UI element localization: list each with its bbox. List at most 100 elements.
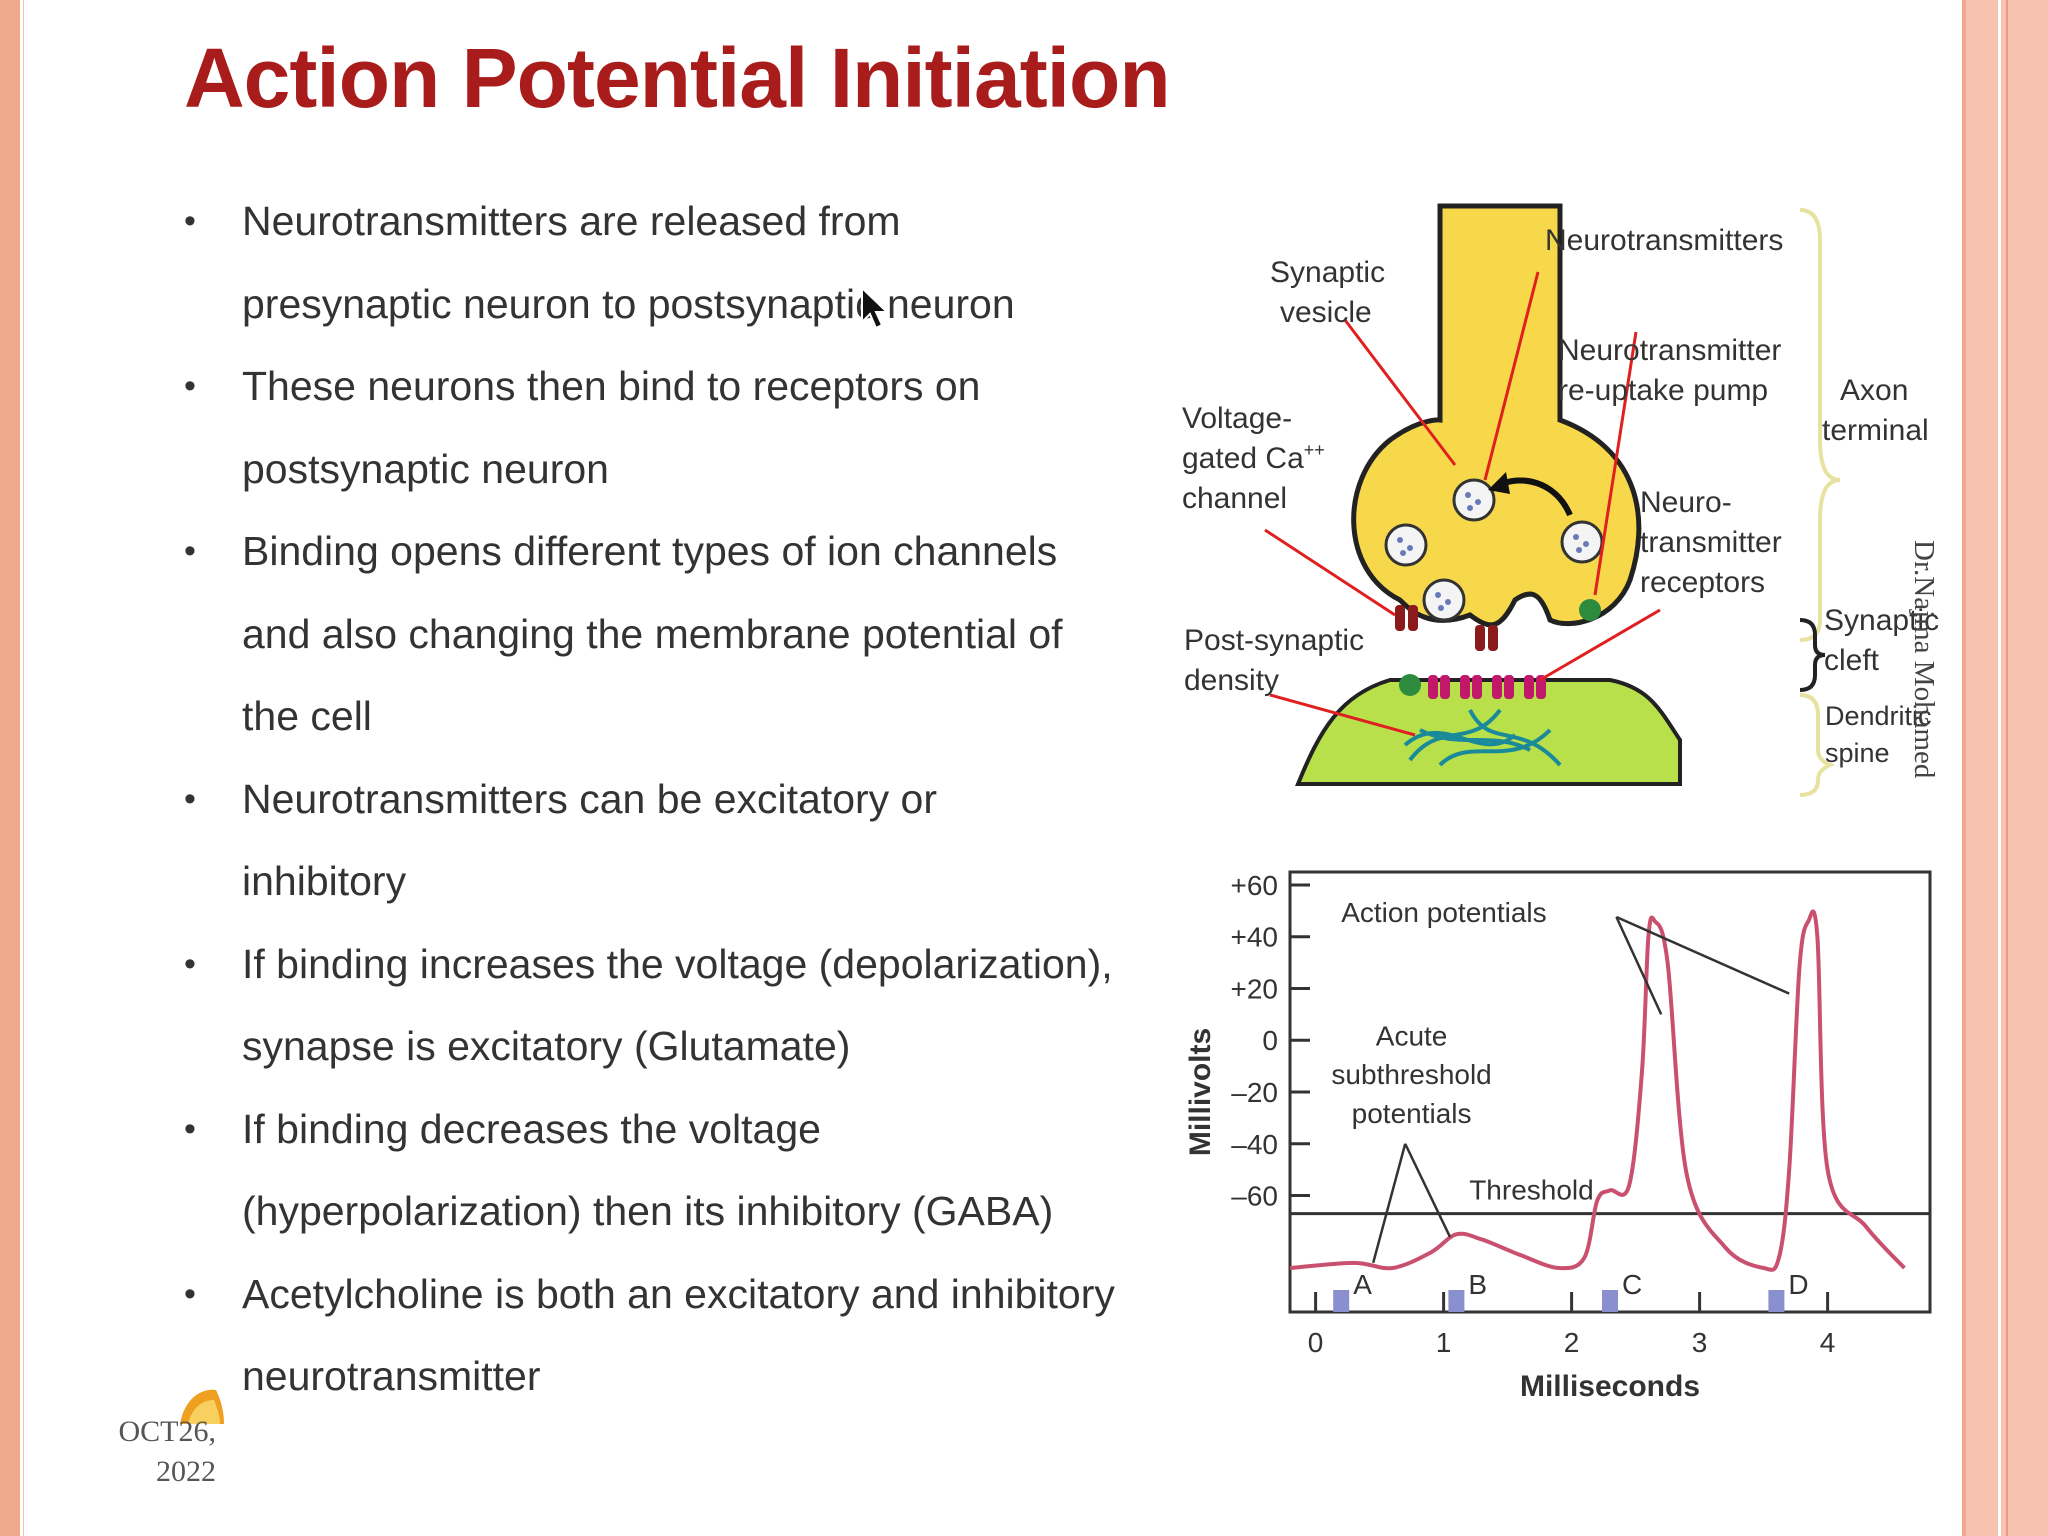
- label-synaptic-vesicle: Synaptic: [1270, 256, 1385, 289]
- threshold-label: Threshold: [1469, 1175, 1594, 1206]
- stimulus-label: C: [1622, 1269, 1642, 1300]
- bullet-text: the cell: [242, 693, 372, 739]
- label-dendritic-spine: Dendritic: [1825, 701, 1932, 731]
- axon-brace: [1799, 208, 1841, 642]
- label-axon-terminal: Axon: [1840, 374, 1908, 407]
- bullet-item-continued: inhibitory: [180, 840, 1160, 923]
- bullet-item-continued: postsynaptic neuron: [180, 428, 1160, 511]
- reuptake-pumps: [1399, 599, 1601, 696]
- frame-left: [0, 0, 22, 1536]
- label-reuptake-pump: re-uptake pump: [1558, 374, 1768, 407]
- label-reuptake-pump: Neurotransmitter: [1558, 334, 1781, 367]
- author-text: Dr.Najma Mohamed: [1908, 540, 1940, 779]
- x-tick-label: 4: [1820, 1327, 1836, 1358]
- y-tick-label: +40: [1231, 922, 1279, 953]
- bullet-text: If binding increases the voltage (depola…: [242, 940, 1113, 987]
- bullet-item-continued: (hyperpolarization) then its inhibitory …: [180, 1170, 1160, 1253]
- bullet-dot-icon: •: [184, 944, 196, 983]
- bullet-item: • If binding increases the voltage (depol…: [180, 923, 1160, 1006]
- ca-channels: [1395, 605, 1498, 651]
- author-credit: Dr.Najma Mohamed: [1904, 540, 1944, 830]
- annotation-subthreshold: Acute: [1376, 1020, 1448, 1051]
- label-vgcc: Voltage-: [1182, 402, 1292, 435]
- stimulus-marker: [1768, 1290, 1785, 1312]
- annotation-pointer: [1404, 1143, 1452, 1238]
- bullet-dot-icon: •: [184, 779, 196, 818]
- x-tick-label: 1: [1436, 1327, 1452, 1358]
- bullet-item: • These neurons then bind to receptors on: [180, 345, 1160, 428]
- membrane-potential-trace: [1289, 909, 1906, 1272]
- bullet-text: Acetylcholine is both an excitatory and …: [242, 1270, 1115, 1317]
- synaptic-vesicles: [1384, 478, 1604, 622]
- frame-stripe: [1962, 0, 1966, 1536]
- bullet-text: synapse is excitatory (Glutamate): [242, 1023, 851, 1069]
- label-receptors: Neuro-: [1640, 486, 1732, 519]
- x-tick-label: 3: [1692, 1327, 1708, 1358]
- bullet-text: These neurons then bind to receptors on: [242, 363, 981, 409]
- bullet-text: neurotransmitter: [242, 1353, 541, 1399]
- bullet-dot-icon: •: [184, 367, 196, 405]
- mouse-cursor-icon: [861, 286, 890, 330]
- label-vgcc-base: gated Ca: [1182, 442, 1304, 475]
- annotation-pointer: [1615, 915, 1790, 995]
- date-line: OCT26,: [118, 1415, 217, 1448]
- bullet-text: presynaptic neuron to postsynaptic neuro…: [242, 280, 1015, 327]
- bullet-text: (hyperpolarization) then its inhibitory …: [242, 1188, 1054, 1234]
- axon-terminal: [1351, 203, 1642, 628]
- stimulus-marker: [1333, 1290, 1350, 1312]
- y-tick-label: –40: [1231, 1129, 1278, 1160]
- stimulus-marker: [1448, 1290, 1465, 1312]
- stimulus-label: D: [1788, 1269, 1808, 1300]
- label-vgcc: gated Ca++: [1182, 440, 1325, 475]
- y-tick-label: +60: [1231, 870, 1279, 901]
- y-tick-label: –20: [1231, 1077, 1278, 1108]
- bullet-item: •Binding opens different types of ion ch…: [180, 510, 1160, 593]
- stimulus-label: A: [1353, 1269, 1372, 1300]
- bullet-text: and also changing the membrane potential…: [242, 610, 1063, 657]
- bullet-item-continued: synapse is excitatory (Glutamate): [180, 1005, 1160, 1088]
- annotation-subthreshold: subthreshold: [1331, 1059, 1491, 1090]
- bullet-item: • Acetylcholine is both an excitatory and…: [180, 1253, 1160, 1336]
- label-post-synaptic-density: Post-synaptic: [1184, 624, 1364, 657]
- bullet-item-continued: the cell: [180, 675, 1160, 758]
- label-synaptic-vesicle: vesicle: [1280, 296, 1372, 329]
- bullet-item-continued: and also changing the membrane potential…: [180, 593, 1160, 676]
- label-receptors: transmitter: [1640, 526, 1782, 559]
- label-arrows: [1264, 271, 1661, 737]
- bullet-text: Binding opens different types of ion cha…: [242, 528, 1058, 574]
- label-post-synaptic-density: density: [1184, 664, 1279, 697]
- synapse-diagram: Synaptic vesicle Neurotransmitters Neuro…: [1182, 203, 1939, 797]
- bullet-item-continued: presynaptic neuron to postsynaptic neuro…: [180, 263, 1160, 346]
- bullet-dot-icon: •: [184, 1109, 196, 1148]
- x-axis-label: Milliseconds: [1520, 1370, 1700, 1403]
- date-line: 2022: [156, 1455, 216, 1488]
- frame-stripe: [1998, 0, 2001, 1536]
- bullet-text: postsynaptic neuron: [242, 445, 609, 492]
- spine-brace: [1799, 693, 1836, 797]
- footer-logo-icon: [180, 1389, 224, 1424]
- bullet-item: • If binding decreases the voltage: [180, 1088, 1160, 1171]
- bullet-text: Neurotransmitters can be excitatory or: [242, 775, 937, 822]
- y-tick-label: +20: [1231, 973, 1279, 1004]
- label-axon-terminal: terminal: [1822, 414, 1929, 447]
- x-tick-label: 2: [1564, 1327, 1580, 1358]
- slide-title: Action Potential Initiation: [184, 31, 1171, 125]
- nt-receptors: [1428, 675, 1546, 699]
- y-tick-label: 0: [1262, 1025, 1278, 1056]
- bullet-text: Neurotransmitters are released from: [242, 198, 901, 244]
- cleft-brace: [1799, 618, 1826, 692]
- bullet-dot-icon: •: [184, 1274, 196, 1313]
- frame-left-line: [20, 0, 23, 1536]
- stimulus-marker: [1602, 1290, 1618, 1312]
- bullet-dot-icon: •: [184, 202, 196, 240]
- label-vgcc: channel: [1182, 482, 1287, 515]
- bullet-text: If binding decreases the voltage: [242, 1105, 821, 1152]
- y-tick-label: –60: [1231, 1181, 1278, 1212]
- annotation-pointer: [1371, 1143, 1407, 1264]
- annotation-subthreshold: potentials: [1352, 1098, 1472, 1129]
- label-receptors: receptors: [1640, 566, 1765, 599]
- y-axis-label: Millivolts: [1184, 1028, 1217, 1156]
- stimulus-label: B: [1468, 1269, 1487, 1300]
- label-synaptic-cleft: Synaptic: [1824, 604, 1939, 637]
